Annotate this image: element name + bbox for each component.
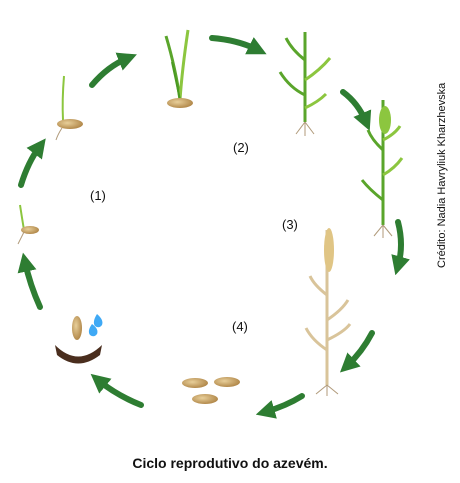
cycle-arrow-icon [340, 89, 372, 131]
germinating-seed-icon [17, 204, 39, 245]
seeds-icon [182, 377, 240, 404]
seedling-icon [55, 75, 83, 141]
cycle-arrow-icon [339, 330, 375, 373]
water-drop-icon [93, 314, 103, 328]
cycle-arrow-icon [255, 393, 305, 419]
cycle-arrow-icon [18, 138, 46, 188]
figure-caption: Ciclo reprodutivo do azevém. [132, 455, 328, 471]
photo-credit: Crédito: Nadia Havryliuk Kharzhevska [432, 30, 450, 270]
stage-label-1: (1) [90, 188, 106, 203]
cycle-arrow-icon [90, 373, 144, 408]
stage-label-2: (2) [233, 140, 249, 155]
cycle-arrow-icon [209, 35, 267, 55]
seed-icon [72, 316, 82, 340]
water-drop-icon [88, 324, 98, 337]
young-plant-icon [164, 29, 193, 108]
stage-label-3: (3) [282, 217, 298, 232]
flowering-plant-icon [360, 100, 404, 238]
cycle-arrow-icon [391, 219, 410, 276]
growing-plant-icon [278, 32, 332, 136]
mature-plant-icon [304, 228, 352, 396]
germination-conditions-icon [55, 314, 103, 364]
cycle-arrows [17, 35, 410, 419]
photo-credit-text: Crédito: Nadia Havryliuk Kharzhevska [436, 82, 448, 268]
cycle-arrow-icon [17, 252, 43, 310]
stage-label-4: (4) [232, 319, 248, 334]
soil-icon [55, 345, 102, 364]
cycle-arrow-icon [89, 52, 137, 88]
